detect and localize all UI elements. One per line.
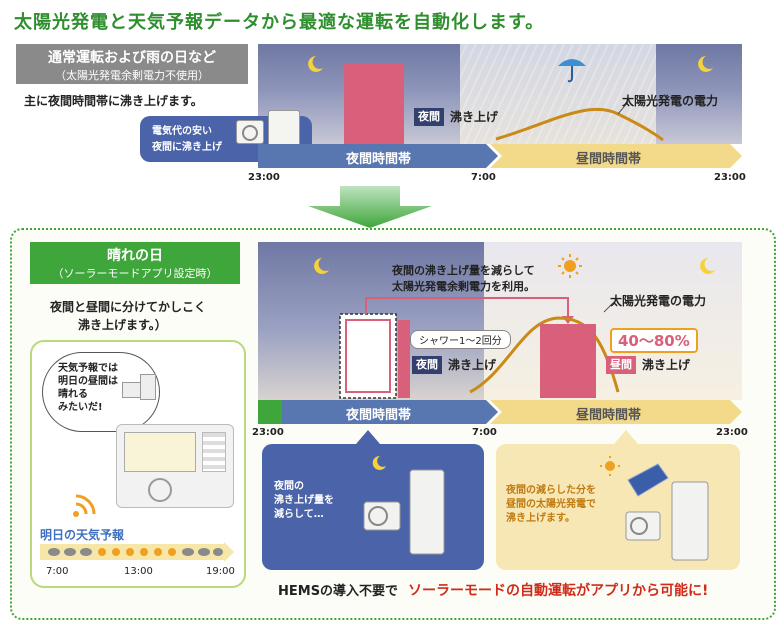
night-detail-card bbox=[262, 430, 484, 570]
thought-line2: 明日の昼間は bbox=[58, 376, 118, 387]
solar-panel bbox=[627, 463, 669, 497]
bottom-desc-line1: 夜間と昼間に分けてかしこく bbox=[50, 300, 207, 314]
water-tank-mascot bbox=[409, 469, 445, 555]
top-time-0: 23:00 bbox=[248, 172, 280, 183]
top-band-night: 夜間時間帯 bbox=[346, 152, 412, 167]
day-box-line3: 沸き上げます。 bbox=[506, 513, 575, 524]
top-solar-label: 太陽光発電の電力 bbox=[622, 94, 719, 108]
thought-line4: みたいだ! bbox=[58, 402, 103, 413]
day-band bbox=[490, 144, 742, 168]
fan-icon bbox=[242, 125, 258, 141]
bottom-day-boil-text: 沸き上げ bbox=[642, 358, 691, 372]
forecast-time-2: 19:00 bbox=[206, 566, 235, 577]
day-box-line2: 昼間の太陽光発電で bbox=[506, 499, 596, 510]
forecast-strip bbox=[40, 542, 234, 562]
top-bubble-line1: 電気代の安い bbox=[152, 126, 212, 137]
wifi-icon bbox=[73, 494, 96, 517]
sun-icon bbox=[98, 548, 176, 556]
moon-icon bbox=[700, 258, 715, 274]
day-detail-card bbox=[496, 430, 740, 570]
green-marker bbox=[258, 400, 282, 424]
sun-icon bbox=[600, 456, 620, 476]
forecast-time-0: 7:00 bbox=[46, 566, 69, 577]
bottom-time-1: 7:00 bbox=[472, 427, 497, 438]
solar-curve bbox=[469, 316, 620, 394]
bottom-night-tag: 夜間 bbox=[412, 356, 442, 374]
day-box-line1: 夜間の減らした分を bbox=[506, 485, 596, 496]
night-band bbox=[258, 144, 498, 168]
headline: 太陽光発電と天気予報データから最適な運転を自動化します。 bbox=[14, 12, 545, 33]
sun-icon bbox=[558, 254, 582, 278]
bottom-chart bbox=[314, 254, 715, 399]
down-arrow bbox=[308, 186, 432, 228]
cloud-icon bbox=[182, 548, 223, 556]
shift-arrow bbox=[365, 297, 569, 318]
moon-icon bbox=[308, 56, 323, 72]
top-description: 主に夜間時間帯に沸き上げます。 bbox=[24, 94, 203, 108]
thought-line1: 天気予報では bbox=[58, 363, 118, 374]
bottom-time-band bbox=[258, 400, 742, 424]
tank-icon bbox=[140, 374, 156, 400]
day-boil-block bbox=[540, 324, 596, 398]
reduce-line2: 太陽光発電余剰電力を利用。 bbox=[392, 280, 535, 293]
controller-screen bbox=[124, 432, 196, 472]
night-band bbox=[282, 400, 498, 424]
forecast-title: 明日の天気予報 bbox=[40, 528, 125, 542]
cloud-icon bbox=[48, 548, 92, 556]
controller-buttons bbox=[202, 432, 226, 472]
night-boil-block bbox=[344, 64, 404, 144]
top-bubble-line2: 夜間に沸き上げ bbox=[152, 142, 222, 153]
bottom-time-0: 23:00 bbox=[252, 427, 284, 438]
forecast-time-1: 13:00 bbox=[124, 566, 153, 577]
night-boil-block bbox=[398, 320, 410, 398]
top-boil-text: 沸き上げ bbox=[450, 110, 499, 124]
heatpump-icon bbox=[122, 382, 142, 398]
moon-icon bbox=[314, 258, 329, 274]
bottom-day-tag: 昼間 bbox=[606, 356, 636, 374]
top-time-band bbox=[258, 144, 742, 168]
rain-area bbox=[460, 44, 656, 144]
bottom-desc-line2: 沸き上げます。） bbox=[78, 318, 167, 332]
bottom-band-night: 夜間時間帯 bbox=[346, 408, 412, 423]
bottom-title: 晴れの日 bbox=[107, 248, 163, 264]
night-box-line3: 減らして… bbox=[274, 509, 324, 520]
reduce-line1: 夜間の沸き上げ量を減らして bbox=[392, 264, 535, 277]
top-title-box bbox=[16, 44, 248, 84]
day-band bbox=[490, 400, 742, 424]
night-box-line1: 夜間の bbox=[274, 481, 304, 492]
top-title: 通常運転および雨の日など bbox=[48, 50, 216, 66]
night-box-line2: 沸き上げ量を bbox=[274, 495, 334, 506]
top-night-tag: 夜間 bbox=[414, 108, 444, 126]
water-tank-mascot bbox=[671, 481, 709, 561]
bottom-time-2: 23:00 bbox=[716, 427, 748, 438]
moon-icon bbox=[372, 455, 386, 470]
bottom-band-day: 昼間時間帯 bbox=[576, 408, 642, 423]
percent-badge: 40～80% bbox=[610, 328, 698, 353]
top-subtitle: （太陽光発電余剰電力不使用） bbox=[55, 69, 209, 82]
bottom-title-box bbox=[30, 242, 240, 284]
bottom-solar-label: 太陽光発電の電力 bbox=[610, 294, 707, 308]
bottom-boil-text: 沸き上げ bbox=[448, 358, 497, 372]
umbrella-icon bbox=[558, 59, 586, 83]
solar-curve bbox=[495, 107, 664, 142]
top-time-1: 7:00 bbox=[471, 172, 496, 183]
bottom-subtitle: （ソーラーモードアプリ設定時） bbox=[52, 267, 218, 280]
footer-prefix: HEMSの導入不要で bbox=[278, 584, 399, 599]
controller-dial bbox=[148, 478, 172, 502]
top-band-day: 昼間時間帯 bbox=[576, 152, 642, 167]
top-chart bbox=[308, 56, 713, 144]
moon-icon bbox=[698, 56, 713, 72]
footer-highlight: ソーラーモードの自動運転がアプリから可能に! bbox=[408, 583, 709, 599]
thought-line3: 晴れる bbox=[58, 389, 88, 400]
top-time-2: 23:00 bbox=[714, 172, 746, 183]
shower-label: シャワー1～2回分 bbox=[410, 330, 511, 349]
